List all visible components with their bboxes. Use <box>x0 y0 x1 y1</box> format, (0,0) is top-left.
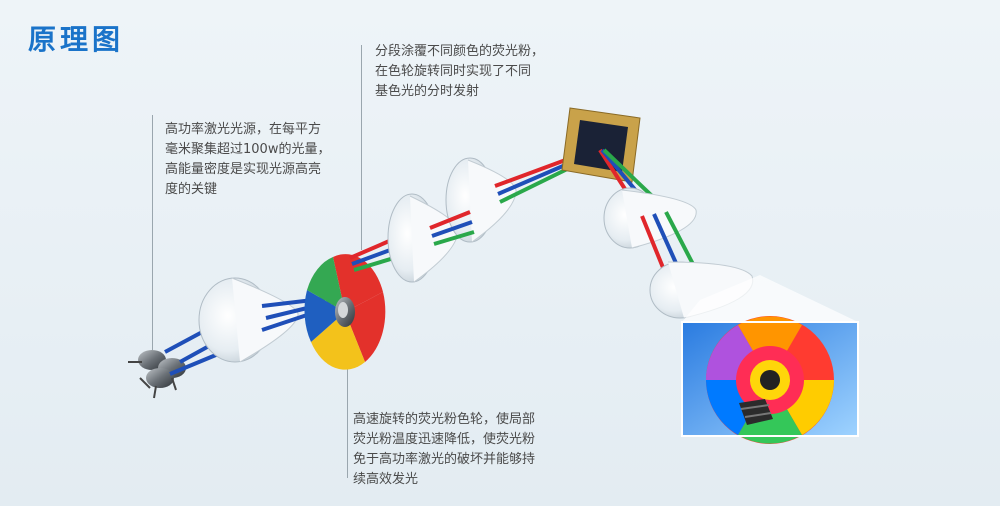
lens-icon <box>649 261 754 319</box>
annotation-laser-source: 高功率激光光源，在每平方 毫米聚集超过100w的光量， 高能量密度是实现光源高亮… <box>165 122 331 197</box>
projection-cone <box>682 275 858 322</box>
color-wheel-icon <box>304 254 386 370</box>
diagram-title: 原理图 <box>28 23 125 56</box>
lens-icon <box>445 157 517 243</box>
laser-source-icon <box>128 350 186 399</box>
leader-line-bottom <box>347 330 348 478</box>
leader-line-top <box>361 45 362 250</box>
annotation-rotating-wheel: 高速旋转的荧光粉色轮，使局部 荧光粉温度迅速降低，使荧光粉 免于高功率激光的破坏… <box>353 412 536 487</box>
lens-icon <box>603 187 697 249</box>
leader-line-left <box>152 115 153 350</box>
projected-image-icon <box>681 316 859 444</box>
annotation-color-wheel-phosphor: 分段涂覆不同颜色的荧光粉， 在色轮旋转同时实现了不同 基色光的分时发射 <box>375 44 545 99</box>
lens-icon <box>387 193 459 283</box>
lens-icon <box>198 277 299 363</box>
